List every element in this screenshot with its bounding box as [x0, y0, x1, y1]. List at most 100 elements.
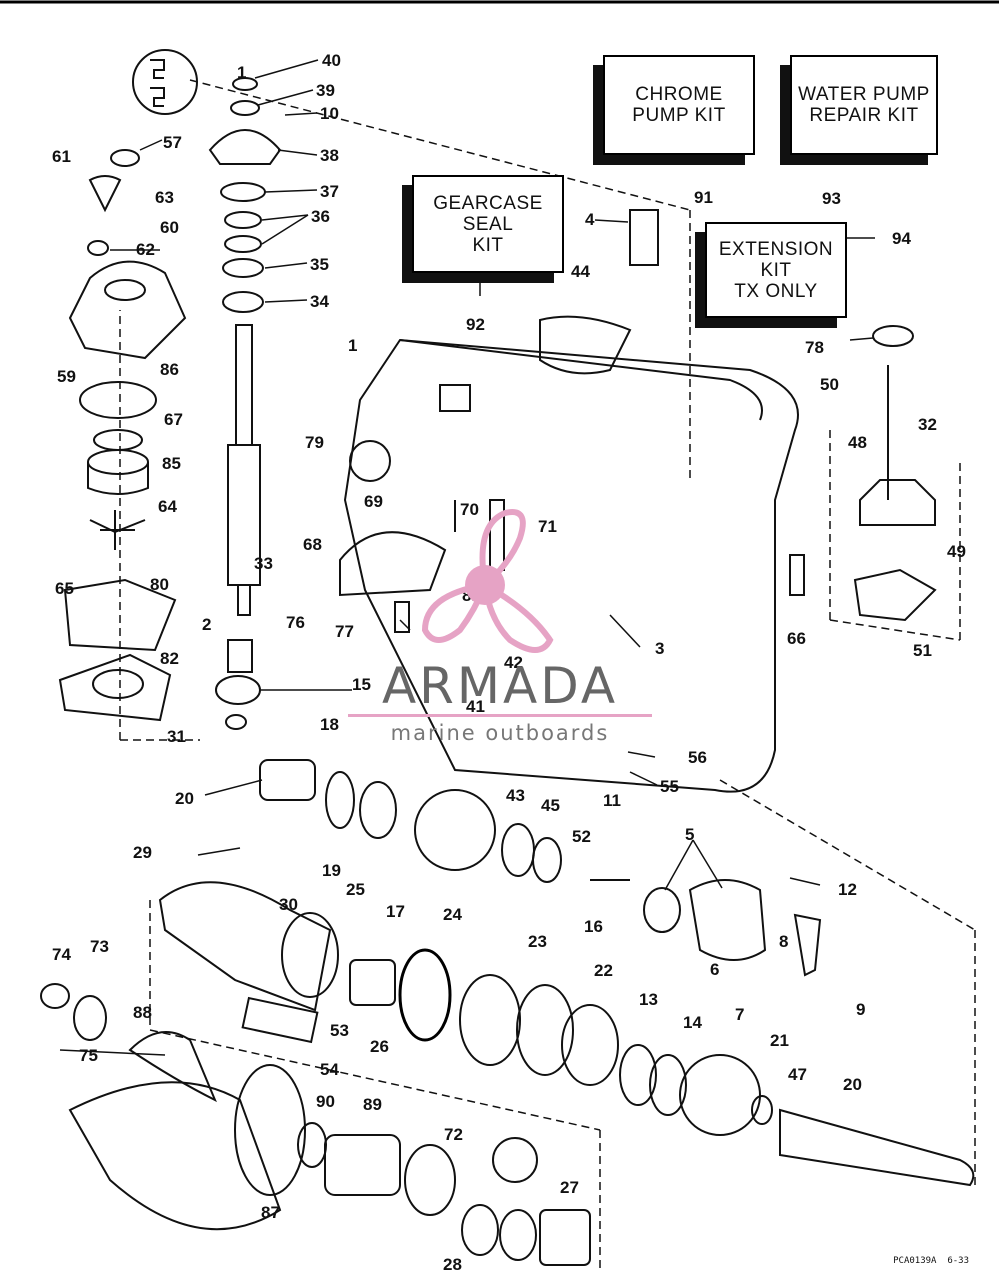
callout-69: 69: [364, 492, 383, 511]
callout-72: 72: [444, 1125, 463, 1144]
watermark: ARMADA marine outboards: [340, 660, 660, 745]
callout-51: 51: [913, 641, 932, 660]
callout-62: 62: [136, 240, 155, 259]
callout-6: 6: [710, 960, 719, 979]
callout-79: 79: [305, 433, 324, 452]
callout-24: 24: [443, 905, 462, 924]
callout-35: 35: [310, 255, 329, 274]
callout-38: 38: [320, 146, 339, 165]
callout-11: 11: [603, 791, 621, 810]
callout-34: 34: [310, 292, 329, 311]
callout-3: 3: [655, 639, 664, 658]
callout-60: 60: [160, 218, 179, 237]
callout-1: 1: [348, 336, 357, 355]
callout-50: 50: [820, 375, 839, 394]
callout-10: 10: [320, 104, 339, 123]
center-parts: [339, 440, 505, 633]
callout-41: 41: [466, 697, 485, 716]
callout-25: 25: [346, 880, 365, 899]
callout-89: 89: [363, 1095, 382, 1114]
callout-85: 85: [162, 454, 181, 473]
callout-31: 31: [167, 727, 186, 746]
kit-line: GEARCASE: [433, 192, 543, 214]
callout-92: 92: [466, 315, 485, 334]
callout-40: 40: [322, 51, 341, 70]
callout-86: 86: [160, 360, 179, 379]
callout-39: 39: [316, 81, 335, 100]
callout-16: 16: [584, 917, 603, 936]
callout-43: 43: [506, 786, 525, 805]
callout-45: 45: [541, 796, 560, 815]
callout-65: 65: [55, 579, 74, 598]
kit-line: CHROME: [635, 84, 723, 105]
callout-66: 66: [787, 629, 806, 648]
callout-73: 73: [90, 937, 109, 956]
kit-gearcase-seal: GEARCASE SEAL KIT: [402, 175, 564, 283]
callout-20-right: 20: [843, 1075, 862, 1094]
callout-23: 23: [528, 932, 547, 951]
water-pump-parts: [58, 49, 198, 722]
kit-chrome-pump: CHROME PUMP KIT: [593, 55, 755, 165]
watermark-divider: [348, 714, 652, 717]
callout-61: 61: [52, 147, 71, 166]
callout-94: 94: [892, 229, 911, 248]
callout-29: 29: [133, 843, 152, 862]
callout-76: 76: [286, 613, 305, 632]
callout-26: 26: [370, 1037, 389, 1056]
kit-line: KIT: [472, 234, 504, 256]
diagram-code-date: 6-33: [947, 1256, 969, 1266]
kit-line: EXTENSION: [718, 238, 834, 260]
drive-shaft-stack: [208, 77, 282, 730]
callout-18: 18: [320, 715, 339, 734]
callout-78: 78: [805, 338, 824, 357]
callout-37: 37: [320, 182, 339, 201]
callout-28: 28: [443, 1255, 462, 1272]
callout-87: 87: [261, 1203, 280, 1222]
callout-7: 7: [735, 1005, 744, 1024]
diagram-code-id: PCA0139A: [893, 1256, 937, 1266]
kit-line: WATER PUMP: [798, 84, 930, 105]
callout-5: 5: [685, 825, 694, 844]
callout-80: 80: [150, 575, 169, 594]
callout-33: 33: [254, 554, 273, 573]
callout-4: 4: [585, 210, 595, 229]
callout-27: 27: [560, 1178, 579, 1197]
callout-75: 75: [79, 1046, 98, 1065]
callout-36: 36: [311, 207, 330, 226]
kit-line: SEAL: [462, 213, 514, 235]
callout-88: 88: [133, 1003, 152, 1022]
callout-47: 47: [788, 1065, 807, 1084]
kit-line: PUMP KIT: [632, 105, 726, 126]
callout-54: 54: [320, 1060, 339, 1079]
callout-55: 55: [660, 777, 679, 796]
kit-water-pump-repair: WATER PUMP REPAIR KIT: [780, 55, 938, 165]
callout-53: 53: [330, 1021, 349, 1040]
propeller-assembly: [68, 1031, 591, 1266]
callout-59: 59: [57, 367, 76, 386]
shift-parts-right: [789, 325, 937, 622]
watermark-propeller-icon: [421, 509, 554, 653]
callout-57: 57: [163, 133, 182, 152]
callout-14: 14: [683, 1013, 702, 1032]
callout-71: 71: [538, 517, 557, 536]
o-ring-24: [398, 948, 452, 1042]
gearcase-housing: [343, 209, 799, 793]
callout-64-upper: 64: [158, 497, 177, 516]
callout-91: 91: [694, 188, 713, 207]
callout-19: 19: [322, 861, 341, 880]
callout-63: 63: [155, 188, 174, 207]
callout-12: 12: [838, 880, 857, 899]
callout-1-ring: 1: [237, 63, 246, 82]
kit-line: TX ONLY: [734, 280, 818, 302]
watermark-brand: ARMADA: [381, 657, 619, 715]
diagram-code: PCA0139A 6-33: [893, 1256, 969, 1266]
leader-lines: [59, 59, 875, 1056]
callout-74: 74: [52, 945, 71, 964]
callout-68: 68: [303, 535, 322, 554]
callout-44: 44: [571, 262, 590, 281]
callout-15: 15: [352, 675, 371, 694]
callout-2: 2: [202, 615, 211, 634]
callout-17: 17: [386, 902, 405, 921]
watermark-tagline: marine outboards: [390, 721, 610, 745]
